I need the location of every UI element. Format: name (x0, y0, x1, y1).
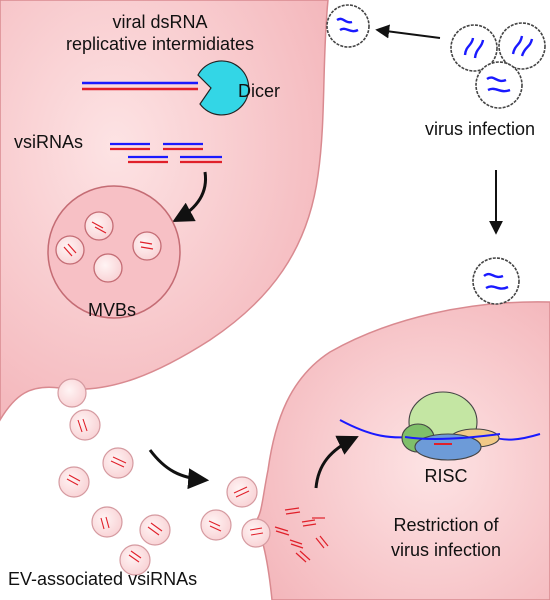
mvb-membrane (47, 185, 181, 319)
dicer-enzyme (197, 60, 250, 116)
risc-label: RISC (424, 466, 467, 486)
restriction-label-line2: virus infection (391, 540, 501, 560)
extracellular-vesicle (200, 509, 232, 541)
dicer-label: Dicer (238, 81, 280, 101)
dsrna-duplex (82, 81, 198, 91)
intraluminal-vesicle (93, 253, 123, 283)
virus-particle (326, 4, 370, 48)
risc-complex (339, 391, 541, 461)
arrow-to-risc (314, 435, 359, 489)
virus-particle (498, 22, 546, 70)
extracellular-vesicle (226, 476, 258, 508)
virus-particle (472, 257, 520, 305)
dsrna-label-line1: viral dsRNA (112, 12, 207, 32)
mvbs-label: MVBs (88, 300, 136, 320)
extracellular-vesicles (57, 378, 271, 576)
extracellular-vesicle (102, 447, 134, 479)
intraluminal-vesicle (55, 235, 85, 265)
released-vsirnas (274, 507, 329, 563)
extracellular-vesicle (119, 544, 151, 576)
extracellular-vesicle (57, 378, 87, 408)
extracellular-vesicle (139, 514, 171, 546)
dsrna-label-line2: replicative intermidiates (66, 34, 254, 54)
intraluminal-vesicle (132, 231, 162, 261)
arrow-to-mvb (172, 171, 208, 223)
arrow-virus-left (375, 24, 441, 39)
arrow-ev-transfer (148, 449, 210, 490)
risc-subunit-blue (414, 433, 482, 461)
mvb (47, 185, 181, 319)
restriction-label-line1: Restriction of (393, 515, 499, 535)
ev-vsirnas-label: EV-associated vsiRNAs (8, 569, 197, 589)
extracellular-vesicle (241, 518, 271, 548)
extracellular-vesicle (58, 466, 90, 498)
vsirnas-label: vsiRNAs (14, 132, 83, 152)
virus-infection-label: virus infection (425, 119, 535, 139)
virus-particle (475, 61, 523, 109)
virus-particle (450, 24, 498, 72)
vsirna-duplexes (110, 142, 222, 164)
